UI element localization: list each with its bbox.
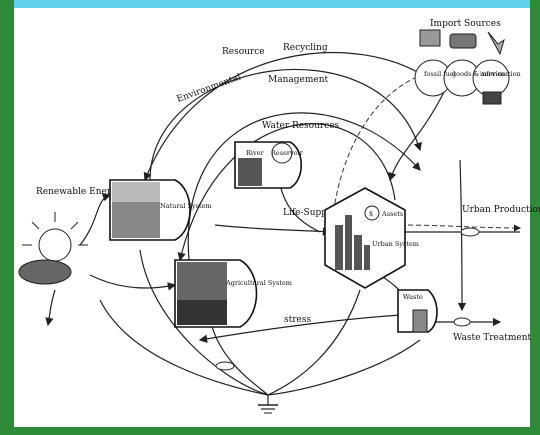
trash-can-icon: [412, 309, 428, 333]
recycling-label: Recycling: [283, 43, 328, 53]
resource-recycling-arc: [149, 68, 422, 181]
water-resources-label: Water Resources: [262, 121, 340, 131]
waste-label: Waste: [403, 293, 423, 301]
reservoir-label: Reservoir: [271, 149, 304, 157]
environmental-label: Environmental: [176, 72, 243, 104]
fossil-fuel-label: fossil fuel: [424, 70, 456, 78]
urban-system-label: Urban System: [372, 240, 419, 248]
top-border: [0, 0, 540, 8]
sun-icon: [38, 228, 72, 262]
sink-line-2: [209, 319, 269, 396]
city-buildings-icon: [335, 215, 370, 270]
renewable-to-natural: [79, 193, 112, 246]
truck-icon: [449, 33, 477, 49]
environmental-management-arc: [187, 112, 421, 271]
dollar-icon: [364, 205, 380, 221]
sink-line-3: [267, 289, 361, 396]
renewable-sink: [45, 289, 56, 327]
management-label: Management: [268, 75, 328, 85]
information-label: infor-mation: [480, 70, 521, 78]
agricultural-system-label: Agricultural System: [225, 279, 292, 287]
resource-recycling-arc-2: [143, 51, 431, 182]
valve-icon: [215, 361, 235, 371]
natural-system-label: Natural System: [160, 202, 212, 210]
right-drop: [457, 159, 467, 312]
renewable-energy-label: Renewable Energy: [36, 187, 123, 197]
river-image: [238, 158, 262, 186]
assets-label: Assets: [381, 210, 403, 218]
resource-label: Resource: [222, 47, 265, 57]
left-border: [0, 0, 14, 435]
water-flow: [279, 184, 321, 233]
stress-label: stress: [284, 315, 311, 325]
sink-line-4: [267, 339, 421, 396]
import-sources-label: Import Sources: [430, 19, 501, 29]
valve-icon: [453, 317, 471, 327]
bottom-border: [0, 427, 540, 435]
information-circle: [472, 59, 510, 97]
cloud-icon: [18, 259, 72, 285]
sink-line-5: [99, 299, 269, 396]
waste-treatment-label: Waste Treatment: [453, 333, 532, 343]
import-flow-arc: [388, 89, 446, 182]
sink-line-1: [139, 249, 269, 396]
renewable-to-agri: [89, 274, 177, 291]
environmental-management-arc-2: [177, 123, 396, 262]
computer-icon: [482, 91, 502, 105]
valve-icon: [460, 227, 480, 237]
urban-production-label: Urban Production: [462, 205, 540, 215]
stress-flow: [198, 314, 401, 343]
antenna-icon: [487, 31, 505, 56]
goods-service-label: goods & service: [452, 70, 505, 78]
import-dashed-arc: [329, 69, 441, 261]
svg-text:$: $: [369, 210, 373, 218]
urban-production-flow: [399, 224, 521, 232]
river-label: River: [246, 149, 264, 157]
fuel-tank-icon: [419, 29, 441, 47]
reservoir-circle: [271, 142, 293, 164]
right-border: [530, 0, 540, 435]
